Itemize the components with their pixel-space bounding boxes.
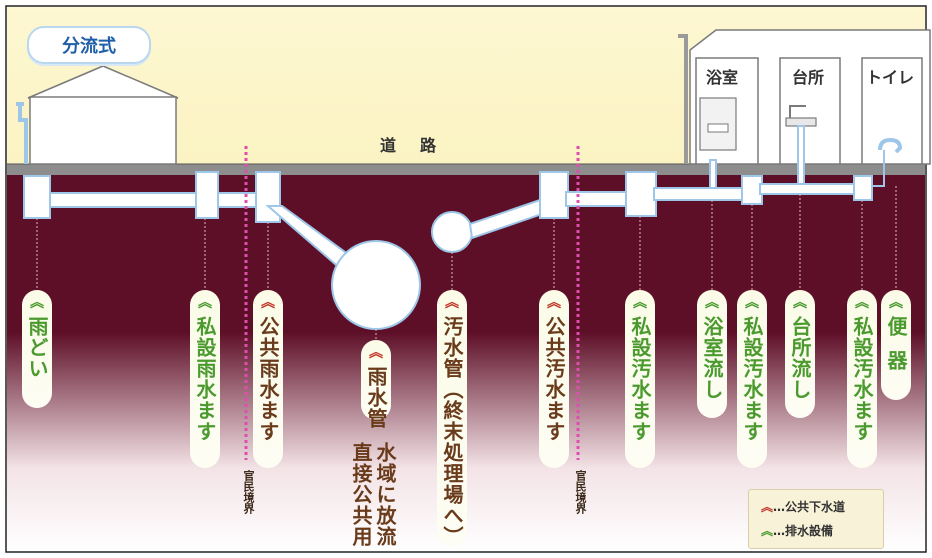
public-chevron-icon: ︽ <box>445 295 459 311</box>
title-badge: 分流式 <box>27 26 151 64</box>
right-building <box>678 29 931 165</box>
label-text: 雨水管 <box>364 366 388 429</box>
label-text: 汚水管（終末処理場へ） <box>440 316 464 547</box>
drain-chevron-icon: ︽ <box>198 295 212 311</box>
public-chevron-icon: ︽ <box>369 345 383 361</box>
label-text: 私設雨水ます <box>193 316 217 442</box>
legend-public-label: …公共下水道 <box>773 500 846 514</box>
boundary-label-right: 官民境界 <box>574 470 587 514</box>
legend-row-drain: ︽…排水設備 <box>761 522 833 539</box>
rain-pipe-note-1: 水域に放流 <box>373 442 397 547</box>
drain-chevron-icon: ︽ <box>761 524 774 538</box>
drain-chevron-icon: ︽ <box>855 295 869 311</box>
label-sewage-pipe: ︽ 汚水管（終末処理場へ） <box>437 290 467 547</box>
legend: ︽…公共下水道 ︽…排水設備 <box>748 489 884 549</box>
legend-row-public: ︽…公共下水道 <box>761 498 845 515</box>
label-text: 私設汚水ます <box>850 316 874 442</box>
drain-chevron-icon: ︽ <box>705 295 719 311</box>
label-text: 私設汚水ます <box>740 316 764 442</box>
label-text: 浴室流し <box>700 316 724 400</box>
drain-chevron-icon: ︽ <box>793 295 807 311</box>
sewage-pipes <box>431 125 885 253</box>
label-private-sewage-basin-2: ︽ 私設汚水ます <box>737 290 767 468</box>
label-text: 雨どい <box>25 316 49 379</box>
room-label-bath: 浴室 <box>706 68 739 87</box>
public-chevron-icon: ︽ <box>761 500 774 514</box>
room-label-toilet: トイレ <box>866 68 915 87</box>
label-toilet-bowl: ︽ 便器 <box>881 290 911 400</box>
legend-drain-label: …排水設備 <box>773 524 834 538</box>
frame <box>5 5 927 553</box>
label-text: 公共汚水ます <box>542 316 566 442</box>
road-label: 道路 <box>380 136 461 155</box>
label-private-sewage-basin-1: ︽ 私設汚水ます <box>625 290 655 468</box>
leader-lines <box>36 186 897 346</box>
label-private-rain-basin: ︽ 私設雨水ます <box>190 290 220 468</box>
drain-chevron-icon: ︽ <box>30 295 44 311</box>
public-chevron-icon: ︽ <box>547 295 561 311</box>
boundary-label-left: 官民境界 <box>242 470 255 514</box>
label-text: 私設汚水ます <box>628 316 652 442</box>
label-public-rain-basin: ︽ 公共雨水ます <box>253 290 283 468</box>
label-text: 便器 <box>884 316 908 384</box>
public-chevron-icon: ︽ <box>261 295 275 311</box>
label-rain-gutter: ︽ 雨どい <box>22 290 52 408</box>
label-text: 台所流し <box>788 316 812 400</box>
drain-chevron-icon: ︽ <box>889 295 903 311</box>
boundary-lines <box>244 146 580 460</box>
label-public-sewage-basin: ︽ 公共汚水ます <box>539 290 569 468</box>
rain-pipes <box>23 171 421 330</box>
label-private-sewage-basin-3: ︽ 私設汚水ます <box>847 290 877 468</box>
rain-pipe-note-2: 直接公共用 <box>349 442 373 547</box>
room-label-kitchen: 台所 <box>792 68 825 87</box>
label-bath-sink: ︽ 浴室流し <box>697 290 727 418</box>
label-kitchen-sink: ︽ 台所流し <box>785 290 815 418</box>
road-surface <box>7 164 925 175</box>
label-text: 公共雨水ます <box>256 316 280 442</box>
left-house <box>16 65 179 165</box>
drain-chevron-icon: ︽ <box>633 295 647 311</box>
label-rain-pipe: ︽ 雨水管 <box>361 340 391 429</box>
drain-chevron-icon: ︽ <box>745 295 759 311</box>
